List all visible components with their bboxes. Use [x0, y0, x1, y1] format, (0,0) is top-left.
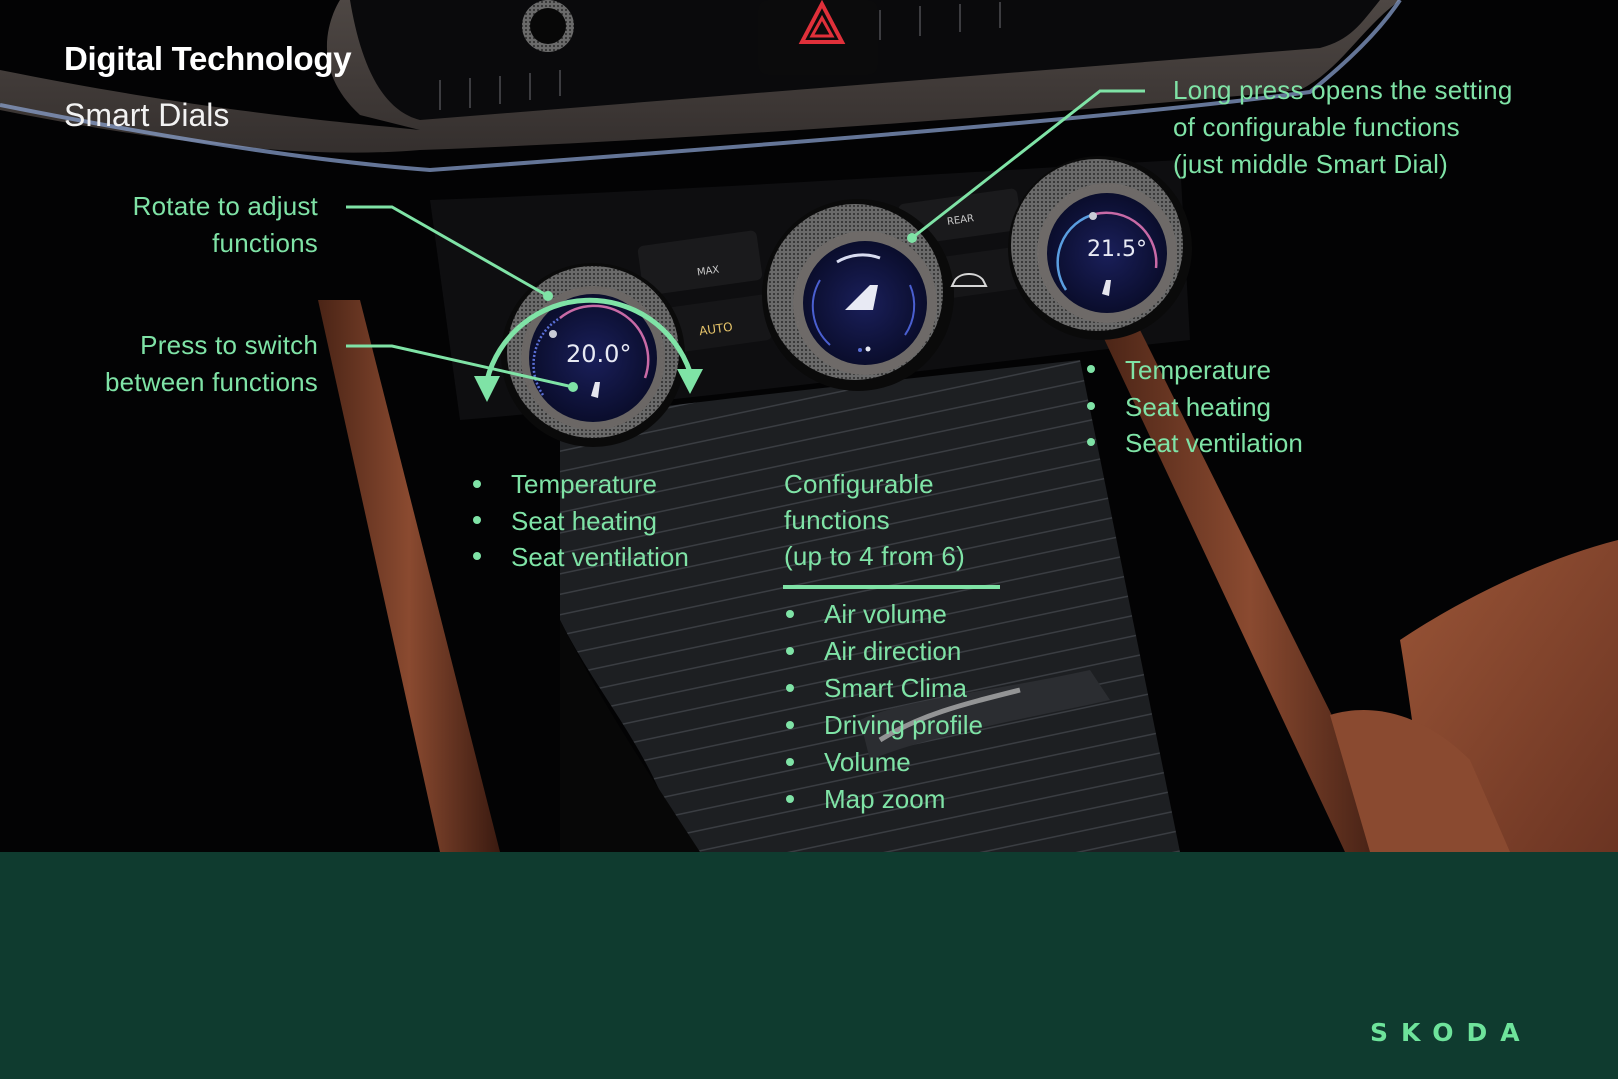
- rotate-annotation: Rotate to adjust functions: [132, 191, 318, 258]
- heading-underline: [783, 585, 1000, 589]
- slide-title: Digital Technology: [64, 40, 352, 77]
- bullet-icon: [786, 683, 794, 692]
- list-item: Seat ventilation: [1087, 425, 1303, 461]
- bullet-icon: [473, 479, 481, 488]
- interior-photo: 20.0° 21.5° MAX AUTO REAR: [0, 0, 1618, 852]
- list-item: Temperature: [473, 466, 689, 503]
- car-recirculation-icon: [950, 273, 988, 287]
- middle-dial-function-list: Air volume Air direction Smart Clima Dri…: [786, 596, 983, 818]
- bullet-icon: [786, 646, 794, 655]
- air-direction-icon: [845, 285, 878, 310]
- dashboard-illustration: [0, 0, 1618, 852]
- right-smart-dial[interactable]: [1008, 156, 1192, 340]
- list-item: Temperature: [1087, 351, 1303, 389]
- configurable-functions-heading: Configurable functions (up to 4 from 6): [784, 469, 965, 571]
- right-dial-temperature: 21.5°: [1087, 237, 1147, 262]
- list-item: Air direction: [786, 633, 983, 670]
- bullet-icon: [1087, 438, 1095, 446]
- bullet-icon: [473, 516, 481, 524]
- seat-icon: [1102, 280, 1111, 296]
- leader-lines: [346, 89, 1145, 389]
- list-item: Seat heating: [1087, 389, 1303, 425]
- right-dial-function-list: Temperature Seat heating Seat ventilatio…: [1087, 351, 1303, 461]
- list-item: Map zoom: [786, 781, 983, 818]
- left-dial-function-list: Temperature Seat heating Seat ventilatio…: [473, 466, 689, 575]
- bullet-icon: [473, 552, 481, 560]
- bullet-icon: [786, 757, 794, 766]
- press-annotation: Press to switch between functions: [105, 330, 318, 397]
- rotate-arc-arrow: [484, 297, 693, 381]
- seat-icon: [591, 382, 600, 398]
- left-dial-temperature: 20.0°: [566, 340, 632, 368]
- bullet-icon: [786, 609, 794, 618]
- arrow-down-left-icon: [474, 376, 500, 402]
- middle-smart-dial[interactable]: [762, 199, 954, 391]
- bullet-icon: [786, 720, 794, 729]
- skoda-logo: SKODA: [1370, 1018, 1533, 1047]
- arrow-down-right-icon: [677, 369, 703, 394]
- list-item: Seat heating: [473, 503, 689, 539]
- bullet-icon: [786, 794, 794, 803]
- list-item: Air volume: [786, 596, 983, 633]
- list-item: Driving profile: [786, 707, 983, 744]
- list-item: Seat ventilation: [473, 539, 689, 575]
- bullet-icon: [1087, 365, 1095, 373]
- long-press-annotation: Long press opens the setting of configur…: [1173, 75, 1513, 179]
- footer-band: [0, 852, 1618, 1079]
- slide-subtitle: Smart Dials: [64, 97, 230, 133]
- hazard-triangle-icon: [798, 0, 846, 44]
- bullet-icon: [1087, 402, 1095, 410]
- list-item: Volume: [786, 744, 983, 781]
- list-item: Smart Clima: [786, 670, 983, 707]
